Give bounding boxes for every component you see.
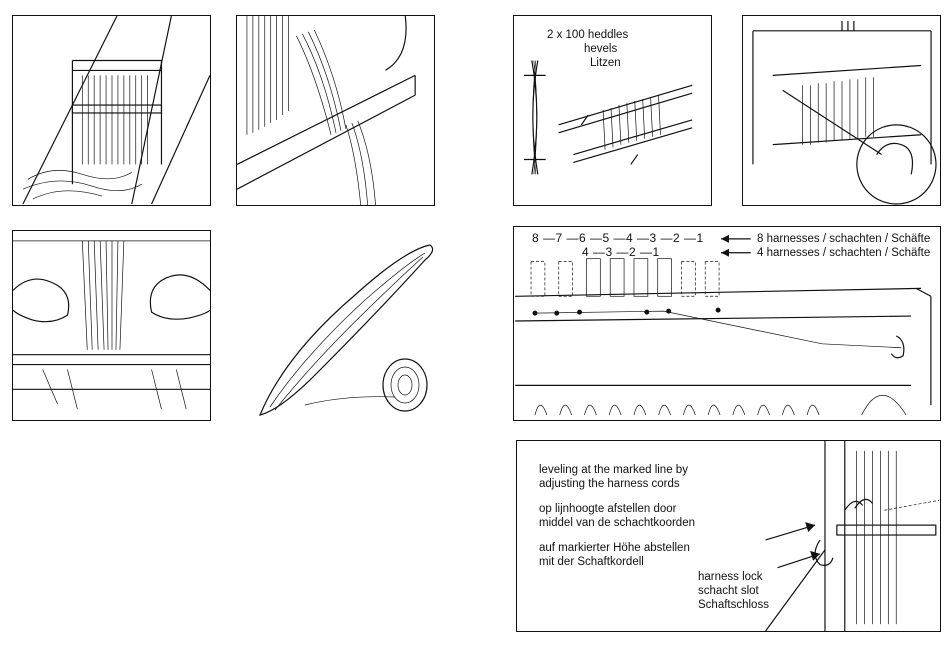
leveling-en-1: leveling at the marked line by bbox=[539, 464, 688, 476]
panel-warp-reed bbox=[236, 15, 435, 206]
harness-cords-drawing bbox=[752, 20, 937, 205]
harness-numbers-8: 8 —7 —6 —5 —4 —3 —2 —1 bbox=[532, 231, 704, 245]
harness-lock-en: harness lock bbox=[698, 571, 763, 583]
heddles-label-nl: hevels bbox=[584, 43, 618, 55]
loom-overview-drawing bbox=[22, 16, 210, 205]
heddles-label-en: 2 x 100 heddles bbox=[547, 29, 629, 41]
leveling-nl-1: op lijnhoogte afstellen door bbox=[539, 503, 677, 515]
leveling-de-1: auf markierter Höhe abstellen bbox=[539, 542, 690, 554]
panel-leveling: leveling at the marked line by adjusting… bbox=[516, 440, 941, 632]
leveling-nl-2: middel van de schachtkoorden bbox=[539, 517, 695, 529]
heddles-drawing bbox=[523, 60, 693, 175]
leveling-en-2: adjusting the harness cords bbox=[539, 478, 680, 490]
panel-harness-numbers: 8 —7 —6 —5 —4 —3 —2 —1 4 —3 —2 —1 8 harn… bbox=[513, 226, 941, 421]
panel-hands-tying bbox=[12, 230, 211, 421]
warp-reed-drawing bbox=[237, 16, 416, 205]
harness-numbers-4: 4 —3 —2 —1 bbox=[582, 245, 660, 259]
panel-heddles: 2 x 100 heddles hevels Litzen bbox=[513, 15, 712, 206]
harness-label-8: 8 harnesses / schachten / Schäfte bbox=[757, 233, 931, 245]
panel-harness-cords bbox=[742, 15, 941, 206]
harness-numbers-drawing bbox=[515, 234, 932, 416]
shuttle-drawing bbox=[258, 244, 434, 416]
harness-lock-nl: schacht slot bbox=[698, 585, 759, 597]
panel-loom-overview bbox=[12, 15, 211, 206]
harness-lock-de: Schaftschloss bbox=[698, 599, 769, 611]
heddles-label-de: Litzen bbox=[590, 57, 621, 69]
hands-tying-drawing bbox=[13, 240, 210, 410]
leveling-drawing bbox=[765, 441, 939, 631]
harness-label-4: 4 harnesses / schachten / Schäfte bbox=[757, 247, 931, 259]
leveling-de-2: mit der Schaftkordell bbox=[539, 556, 644, 568]
